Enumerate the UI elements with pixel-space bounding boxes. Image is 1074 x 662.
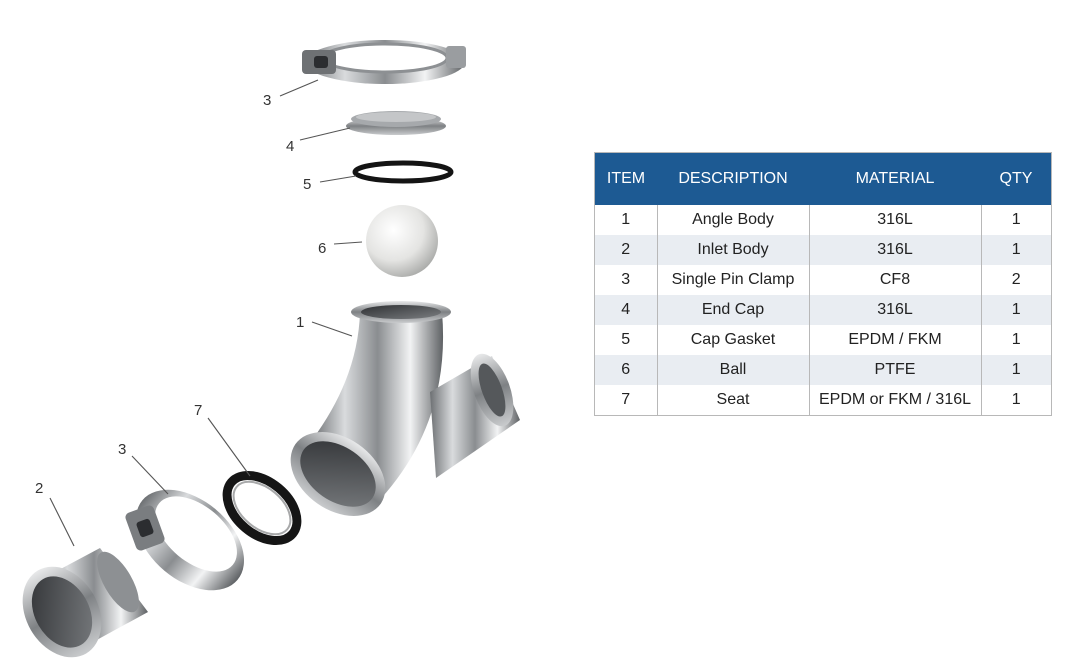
callout-3-top: 3 bbox=[263, 92, 271, 109]
cell-qty: 1 bbox=[980, 325, 1052, 355]
part-clamp-lower bbox=[125, 489, 245, 591]
cell-item: 6 bbox=[594, 355, 658, 385]
exploded-assembly-diagram: 3 4 5 6 1 7 3 2 bbox=[22, 40, 520, 658]
cell-material: 316L bbox=[808, 235, 982, 265]
table-row: 3 Single Pin Clamp CF8 2 bbox=[594, 265, 1052, 295]
cell-material: EPDM or FKM / 316L bbox=[808, 385, 982, 416]
table-row: 4 End Cap 316L 1 bbox=[594, 295, 1052, 325]
table-row: 1 Angle Body 316L 1 bbox=[594, 205, 1052, 235]
cell-qty: 1 bbox=[980, 235, 1052, 265]
cell-qty: 1 bbox=[980, 355, 1052, 385]
cell-material: 316L bbox=[808, 205, 982, 235]
cell-item: 4 bbox=[594, 295, 658, 325]
part-angle-body bbox=[290, 301, 520, 516]
callout-1: 1 bbox=[296, 314, 304, 331]
cell-description: Cap Gasket bbox=[656, 325, 810, 355]
table-row: 2 Inlet Body 316L 1 bbox=[594, 235, 1052, 265]
header-item: ITEM bbox=[594, 152, 657, 205]
cell-item: 1 bbox=[594, 205, 658, 235]
callout-3-lower: 3 bbox=[118, 441, 126, 458]
parts-table: ITEM DESCRIPTION MATERIAL QTY 1 Angle Bo… bbox=[594, 152, 1052, 416]
cell-description: Single Pin Clamp bbox=[656, 265, 810, 295]
cell-item: 7 bbox=[594, 385, 658, 416]
table-row: 5 Cap Gasket EPDM / FKM 1 bbox=[594, 325, 1052, 355]
header-material: MATERIAL bbox=[809, 152, 981, 205]
header-description: DESCRIPTION bbox=[657, 152, 809, 205]
callout-4: 4 bbox=[286, 138, 294, 155]
cell-qty: 2 bbox=[980, 265, 1052, 295]
callout-5: 5 bbox=[303, 176, 311, 193]
table-row: 6 Ball PTFE 1 bbox=[594, 355, 1052, 385]
part-cap-gasket bbox=[352, 160, 454, 184]
header-qty: QTY bbox=[981, 152, 1052, 205]
table-row: 7 Seat EPDM or FKM / 316L 1 bbox=[594, 385, 1052, 416]
cell-item: 3 bbox=[594, 265, 658, 295]
table-header-row: ITEM DESCRIPTION MATERIAL QTY bbox=[594, 152, 1052, 205]
cell-qty: 1 bbox=[980, 205, 1052, 235]
leader-lines bbox=[49, 79, 363, 547]
cell-material: EPDM / FKM bbox=[808, 325, 982, 355]
cell-material: PTFE bbox=[808, 355, 982, 385]
cell-item: 2 bbox=[594, 235, 658, 265]
cell-description: End Cap bbox=[656, 295, 810, 325]
part-ball bbox=[366, 205, 438, 277]
cell-qty: 1 bbox=[980, 295, 1052, 325]
part-seat bbox=[222, 470, 302, 546]
part-inlet-body bbox=[22, 548, 148, 658]
cell-description: Inlet Body bbox=[656, 235, 810, 265]
cell-item: 5 bbox=[594, 325, 658, 355]
cell-material: CF8 bbox=[808, 265, 982, 295]
callout-7: 7 bbox=[194, 402, 202, 419]
cell-qty: 1 bbox=[980, 385, 1052, 416]
cell-description: Seat bbox=[656, 385, 810, 416]
part-clamp-top bbox=[302, 40, 466, 84]
cell-description: Angle Body bbox=[656, 205, 810, 235]
part-end-cap bbox=[346, 111, 446, 135]
callout-6: 6 bbox=[318, 240, 326, 257]
cell-description: Ball bbox=[656, 355, 810, 385]
cell-material: 316L bbox=[808, 295, 982, 325]
callout-2: 2 bbox=[35, 480, 43, 497]
